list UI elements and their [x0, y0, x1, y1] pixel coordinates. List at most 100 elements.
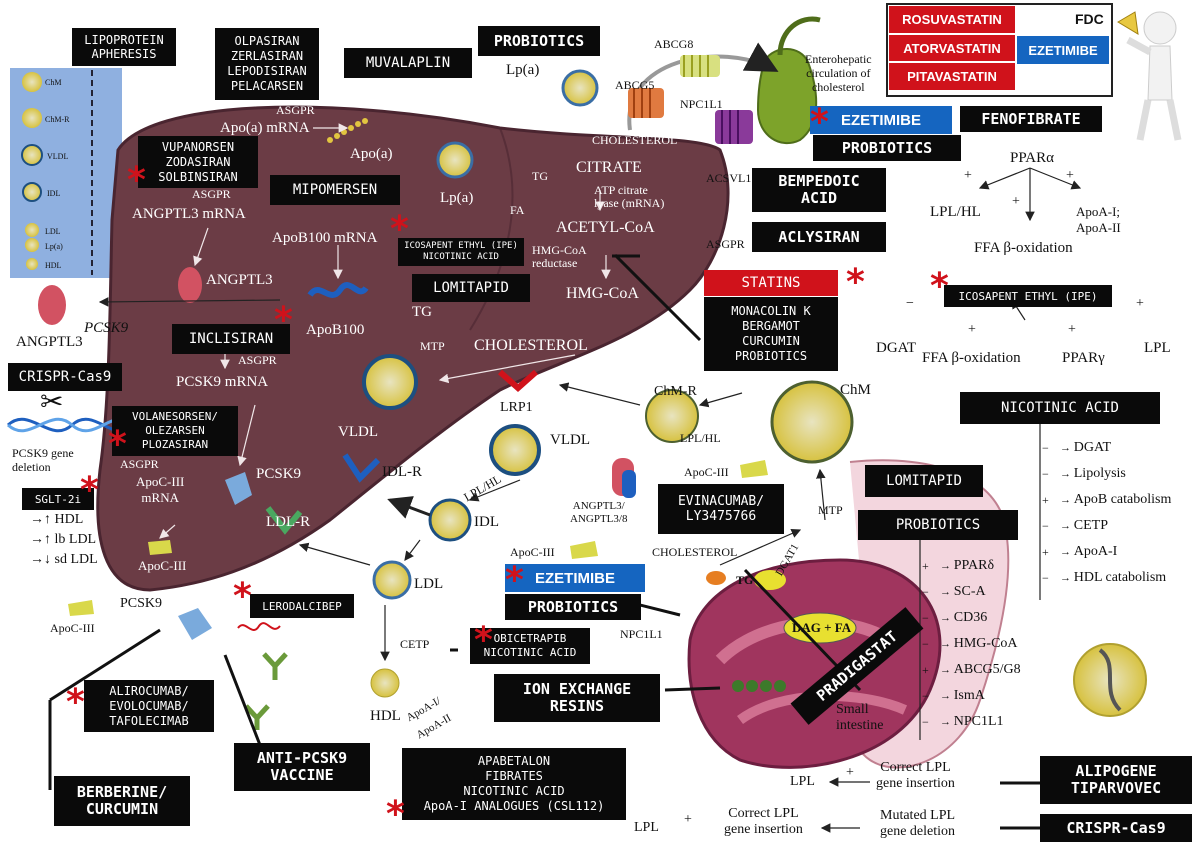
pcsk9-liver-label: PCSK9	[256, 466, 302, 482]
apheresis-ldl: LDL	[45, 227, 61, 236]
muvalaplin-box: MUVALAPLIN	[344, 48, 472, 78]
ezetimibe-top-box: EZETIMIBE	[810, 106, 952, 134]
alipogene-box: ALIPOGENE TIPARVOVEC	[1040, 756, 1192, 804]
effect-arrow: →	[1060, 468, 1074, 480]
asterisk-statins: *	[846, 262, 865, 303]
lpa-particle-liver	[436, 141, 474, 179]
ppara-label: PPARα	[1010, 150, 1055, 166]
presenter-figure	[1117, 11, 1182, 141]
fdc-pitavastatin: PITAVASTATIN	[889, 63, 1015, 90]
apheresis-vldl: VLDL	[47, 152, 69, 161]
ipe-minus: −	[906, 296, 914, 311]
abcg8-label: ABCG8	[654, 37, 694, 51]
tg-upper-label: TG	[532, 169, 548, 183]
pcsk9-mrna-label: PCSK9 mRNA	[176, 374, 269, 390]
effect-label: PPARδ	[953, 558, 995, 573]
effect-sign: −	[1042, 571, 1049, 585]
asterisk-inclisiran: *	[274, 300, 293, 341]
lerodalcibep-box: LERODALCIBEP	[250, 594, 354, 618]
lpl-out-1: LPL	[790, 774, 815, 789]
apheresis-chmr: ChM-R	[45, 115, 70, 124]
npc1l1-transporter	[715, 110, 753, 144]
idl-label: IDL	[474, 514, 499, 530]
ipe-plus-1: +	[968, 322, 976, 337]
nicotinic-item: +→ ApoA-I	[1042, 544, 1117, 560]
probiotic-item: +→ ABCG5/G8	[922, 662, 1021, 678]
idl-r-receptor	[342, 453, 381, 483]
effect-label: →↑ HDL	[30, 512, 84, 527]
pcsk9-shape-liver	[225, 472, 252, 505]
angptl3-out-label: ANGPTL3	[16, 334, 83, 350]
npc1l1-gut-label: NPC1L1	[620, 627, 663, 641]
fdc-ezetimibe: EZETIMIBE	[1017, 36, 1109, 64]
fenofibrate-box: FENOFIBRATE	[960, 106, 1102, 132]
effect-label: HDL catabolism	[1073, 570, 1167, 585]
correct-lpl-label-2: Correct LPL gene insertion	[724, 806, 803, 837]
crispr-bottom-box: CRISPR-Cas9	[1040, 814, 1192, 842]
asterisk-lerodalcibep: *	[233, 576, 252, 617]
sglt2-item: →↓ sd LDL	[30, 552, 98, 568]
ldl-r-receptor	[265, 506, 303, 535]
mtp-gut-label: MTP	[818, 503, 843, 517]
effect-arrow: →	[940, 638, 954, 650]
nicotinic-item: −→ HDL catabolism	[1042, 570, 1166, 586]
apoc3-liver-label: ApoC-III	[138, 558, 187, 573]
scissors-icon: ✂	[40, 387, 64, 418]
nicotinic-item: −→ DGAT	[1042, 440, 1111, 456]
effect-arrow: →	[1060, 520, 1074, 532]
apabetalon-box: APABETALON FIBRATES NICOTINIC ACID ApoA-…	[402, 748, 626, 820]
aclysiran-box: ACLYSIRAN	[752, 222, 886, 252]
antibody-shapes	[244, 652, 288, 730]
hmg-reductase-label: HMG-CoA reductase	[532, 243, 587, 270]
pparg-label: PPARγ	[1062, 350, 1105, 366]
apoc3-out-label: ApoC-III	[50, 621, 95, 635]
small-intestine-label: Small intestine	[836, 702, 884, 733]
effect-arrow: →	[940, 586, 954, 598]
asterisk-vupanorsen: *	[127, 160, 146, 201]
apheresis-chm: ChM	[45, 78, 62, 87]
feno-plus-1: +	[964, 168, 972, 183]
fdc-rosuvastatin: ROSUVASTATIN	[889, 6, 1015, 33]
asgpr-label-1: ASGPR	[276, 103, 315, 117]
vldl-particle-blood	[489, 424, 541, 476]
lpl-out-2: LPL	[634, 820, 659, 835]
chmr-particle	[645, 389, 699, 443]
probiotic-item: −→ NPC1L1	[922, 714, 1004, 730]
asterisk-apabetalon: *	[386, 794, 405, 835]
vldl-particle-liver	[362, 354, 418, 410]
effect-sign: +	[1042, 545, 1049, 559]
effect-sign: −	[922, 715, 929, 729]
lomitapid-liver-box: LOMITAPID	[412, 274, 530, 302]
effect-sign: +	[1042, 493, 1049, 507]
ffa-beta-ipe-label: FFA β-oxidation	[922, 350, 1021, 366]
vupanorsen-box: VUPANORSEN ZODASIRAN SOLBINSIRAN	[138, 136, 258, 188]
mipomersen-box: MIPOMERSEN	[270, 175, 400, 205]
statin-alternatives-box: MONACOLIN K BERGAMOT CURCUMIN PROBIOTICS	[704, 297, 838, 371]
abcg8-transporter	[680, 55, 720, 77]
effect-arrow: →	[940, 716, 954, 728]
nicotinic-item: −→ CETP	[1042, 518, 1108, 534]
nicotinic-item: +→ ApoB catabolism	[1042, 492, 1171, 508]
cholesterol-liver-label: CHOLESTEROL	[474, 337, 588, 354]
effect-label: Lipolysis	[1073, 466, 1126, 481]
evinacumab-box: EVINACUMAB/ LY3475766	[658, 484, 784, 534]
asterisk-alirocumab: *	[66, 682, 85, 723]
lpl-ipe-label: LPL	[1144, 340, 1171, 356]
bempedoic-acid-box: BEMPEDOIC ACID	[752, 168, 886, 212]
lipoprotein-apheresis-box: LIPOPROTEIN APHERESIS	[72, 28, 176, 66]
asterisk-ezetimibe-gut: *	[505, 560, 524, 601]
asterisk-volanesorsen: *	[108, 424, 127, 465]
enterohepatic-label: Enterohepatic circulation of cholesterol	[805, 52, 872, 94]
apoai-aii-feno-label: ApoA-I; ApoA-II	[1076, 204, 1121, 235]
chm-label: ChM	[840, 382, 871, 398]
nicotinic-acid-box: NICOTINIC ACID	[960, 392, 1160, 424]
anti-pcsk9-vaccine-box: ANTI-PCSK9 VACCINE	[234, 743, 370, 791]
apheresis-idl: IDL	[47, 189, 61, 198]
effect-sign: −	[922, 585, 929, 599]
apob100-label: ApoB100	[306, 322, 365, 338]
angptl3-out-shape	[38, 285, 66, 325]
asterisk-ezetimibe-top: *	[810, 102, 829, 143]
effect-sign: −	[922, 637, 929, 651]
alirocumab-box: ALIROCUMAB/ EVOLOCUMAB/ TAFOLECIMAB	[84, 680, 214, 732]
probiotic-item: −→ HMG-CoA	[922, 636, 1018, 652]
